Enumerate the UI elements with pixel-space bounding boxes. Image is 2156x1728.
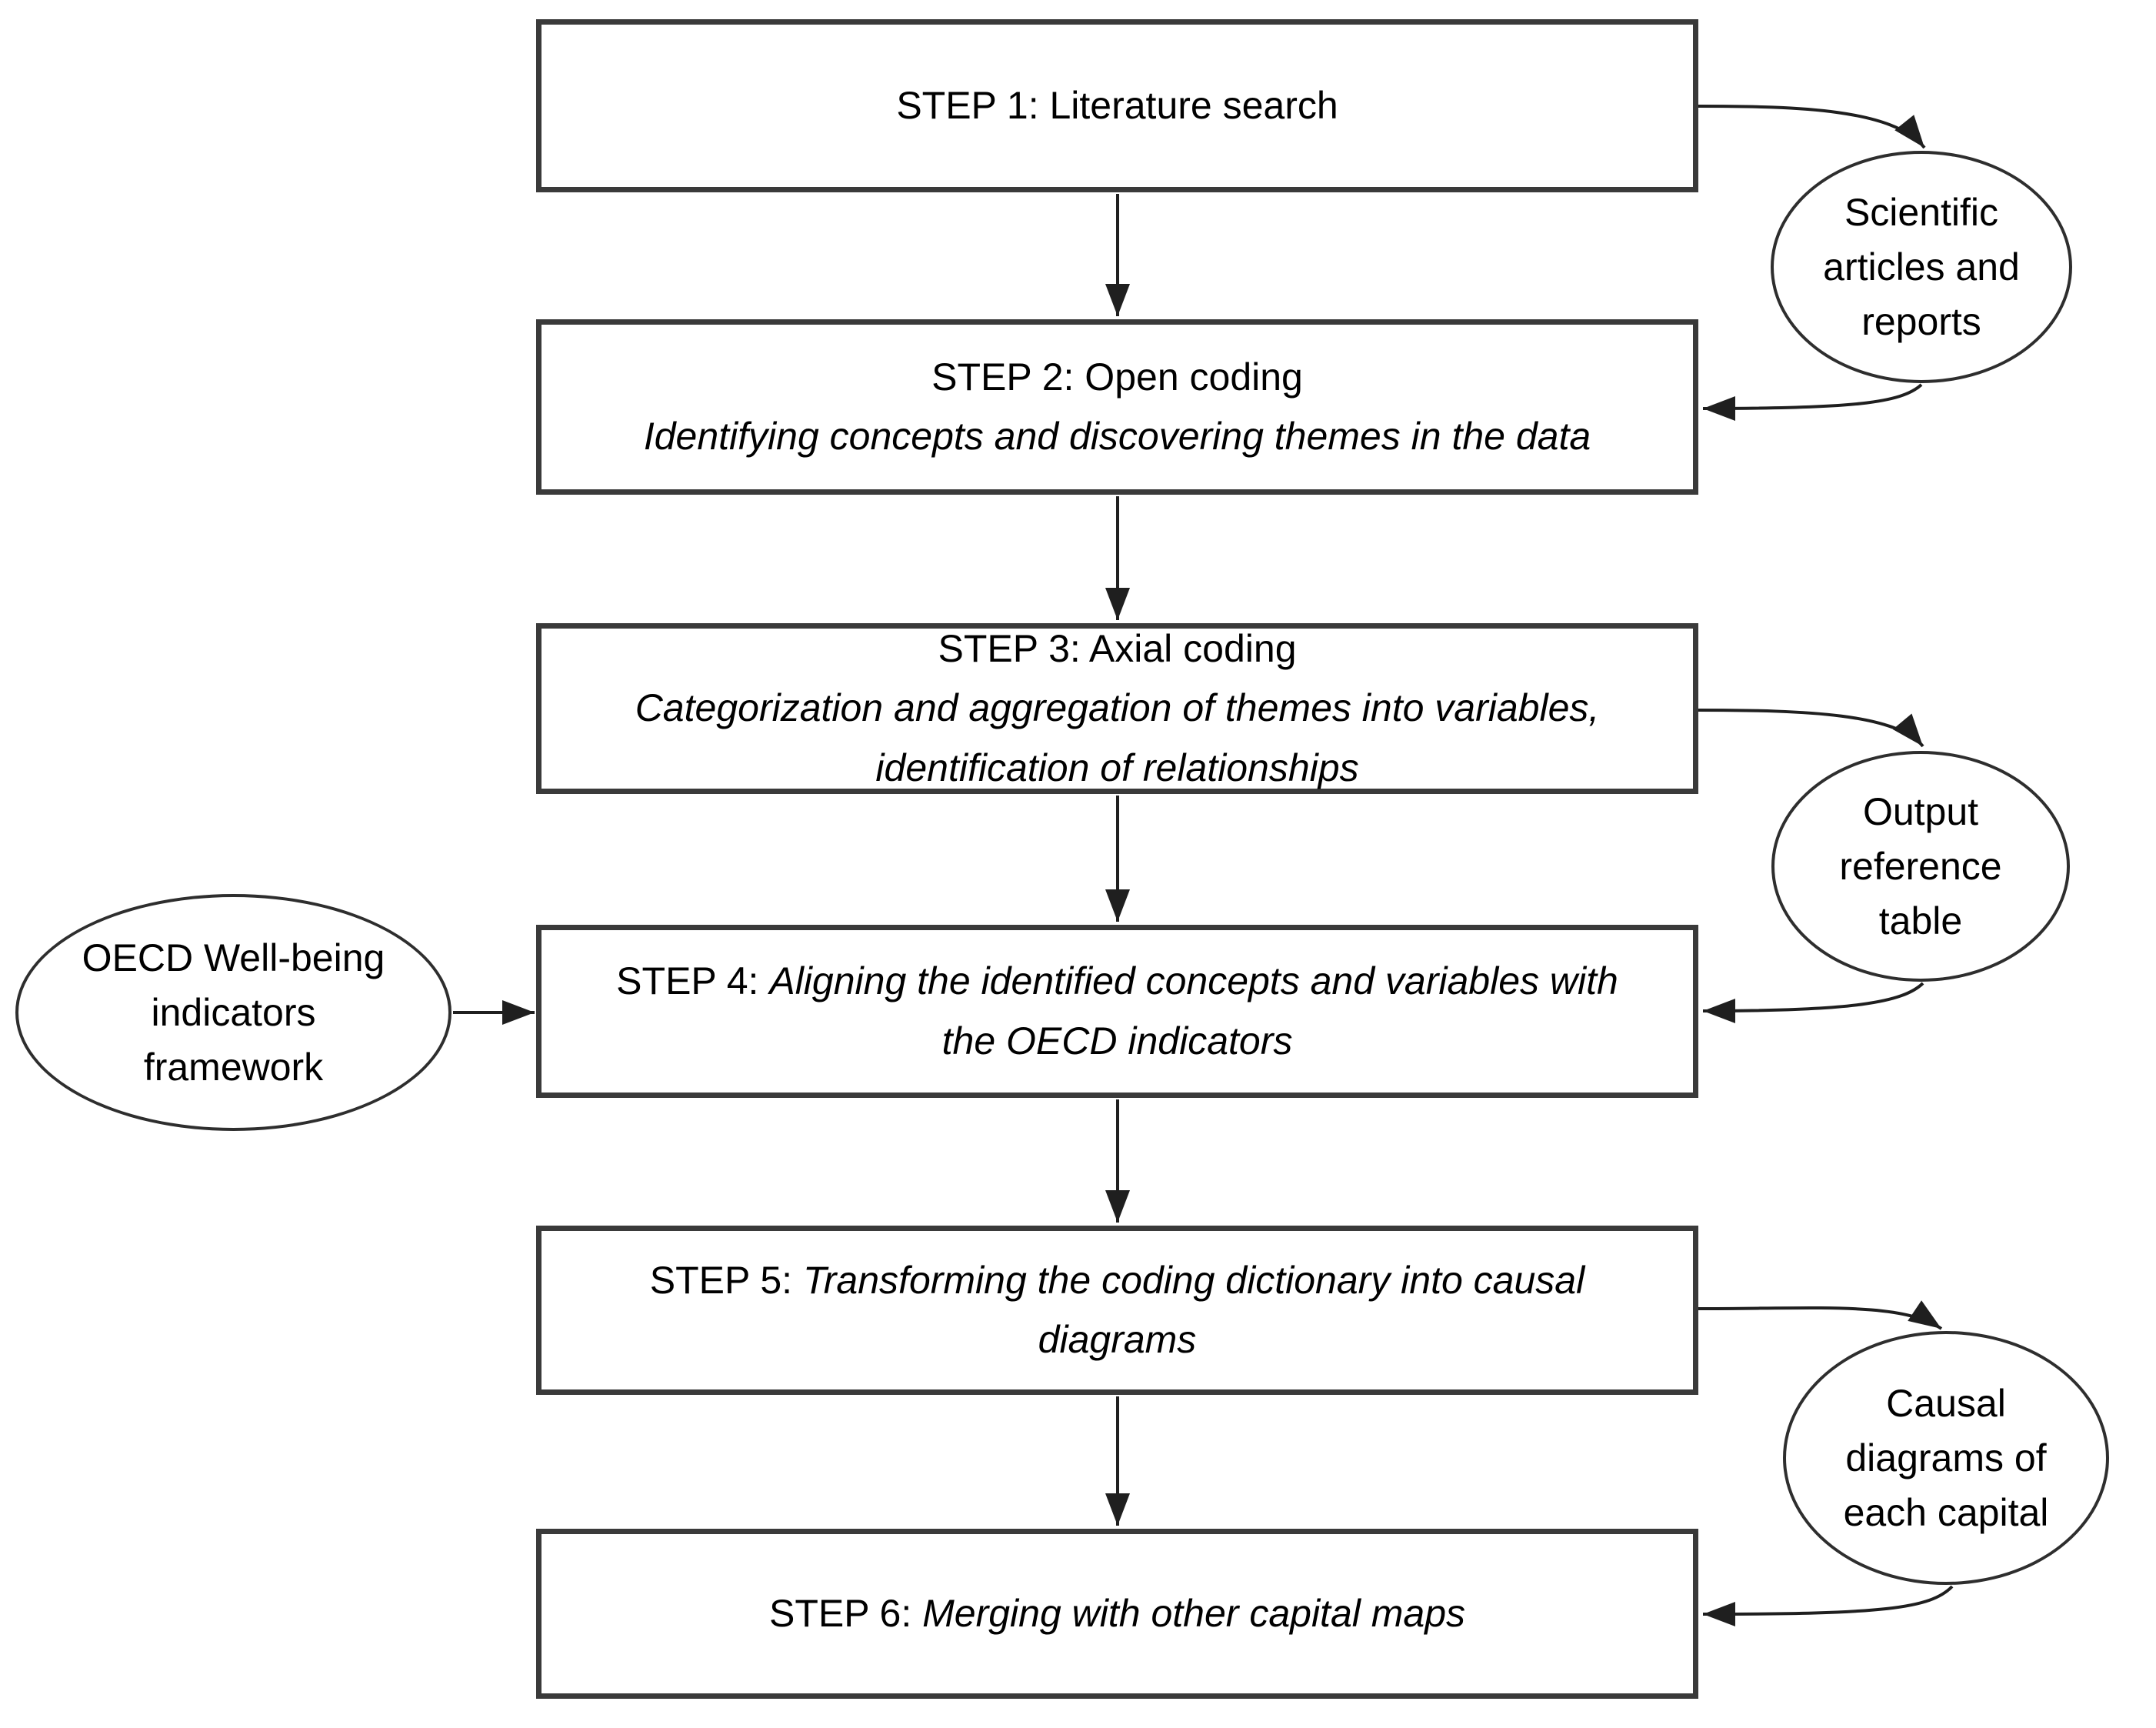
causal-diagrams-ellipse: Causal diagrams of each capital [1783,1331,2109,1585]
step-4-description: Aligning the identified concepts and var… [769,959,1618,1062]
step-5-description: Transforming the coding dictionary into … [802,1258,1585,1362]
step-4-text: STEP 4: Aligning the identified concepts… [602,952,1633,1071]
oecd-wellbeing-framework-ellipse: OECD Well-being indicators framework [15,894,452,1131]
step-6-box: STEP 6: Merging with other capital maps [536,1529,1698,1699]
step-6-text: STEP 6: Merging with other capital maps [769,1584,1465,1644]
scientific-articles-label: Scientific articles and reports [1823,190,2020,343]
step-2-box: STEP 2: Open coding Identifying concepts… [536,319,1698,495]
output-reference-table-label: Output reference table [1839,789,2002,942]
arrow-step3-to-output-ellipse [1698,709,1924,748]
arrow-causal-ellipse-to-step6 [1702,1585,1954,1626]
oecd-wellbeing-framework-label: OECD Well-being indicators framework [82,936,385,1089]
arrow-step5-to-causal-ellipse [1698,1300,1943,1330]
causal-diagrams-label: Causal diagrams of each capital [1843,1381,2049,1534]
step-1-box: STEP 1: Literature search [536,19,1698,192]
scientific-articles-ellipse: Scientific articles and reports [1771,151,2072,383]
step-5-box: STEP 5: Transforming the coding dictiona… [536,1226,1698,1395]
step-3-box: STEP 3: Axial coding Categorization and … [536,623,1698,794]
step-1-title: STEP 1: Literature search [896,83,1338,127]
step-6-label: STEP 6: [768,1591,923,1635]
step-5-text: STEP 5: Transforming the coding dictiona… [602,1251,1633,1370]
output-reference-table-ellipse: Output reference table [1771,751,2070,982]
step-2-subtitle: Identifying concepts and discovering the… [643,415,1591,458]
step-4-label: STEP 4: [616,959,770,1002]
step-3-subtitle: Categorization and aggregation of themes… [635,686,1600,789]
step-2-title: STEP 2: Open coding [931,355,1303,399]
step-5-label: STEP 5: [649,1258,803,1302]
step-6-description: Merging with other capital maps [922,1591,1466,1635]
step-4-box: STEP 4: Aligning the identified concepts… [536,925,1698,1098]
arrow-scientific-ellipse-to-step2 [1702,383,1923,421]
step-3-title: STEP 3: Axial coding [938,626,1297,670]
arrow-step1-to-scientific-ellipse [1698,105,1926,149]
arrow-output-ellipse-to-step4 [1702,982,1924,1023]
